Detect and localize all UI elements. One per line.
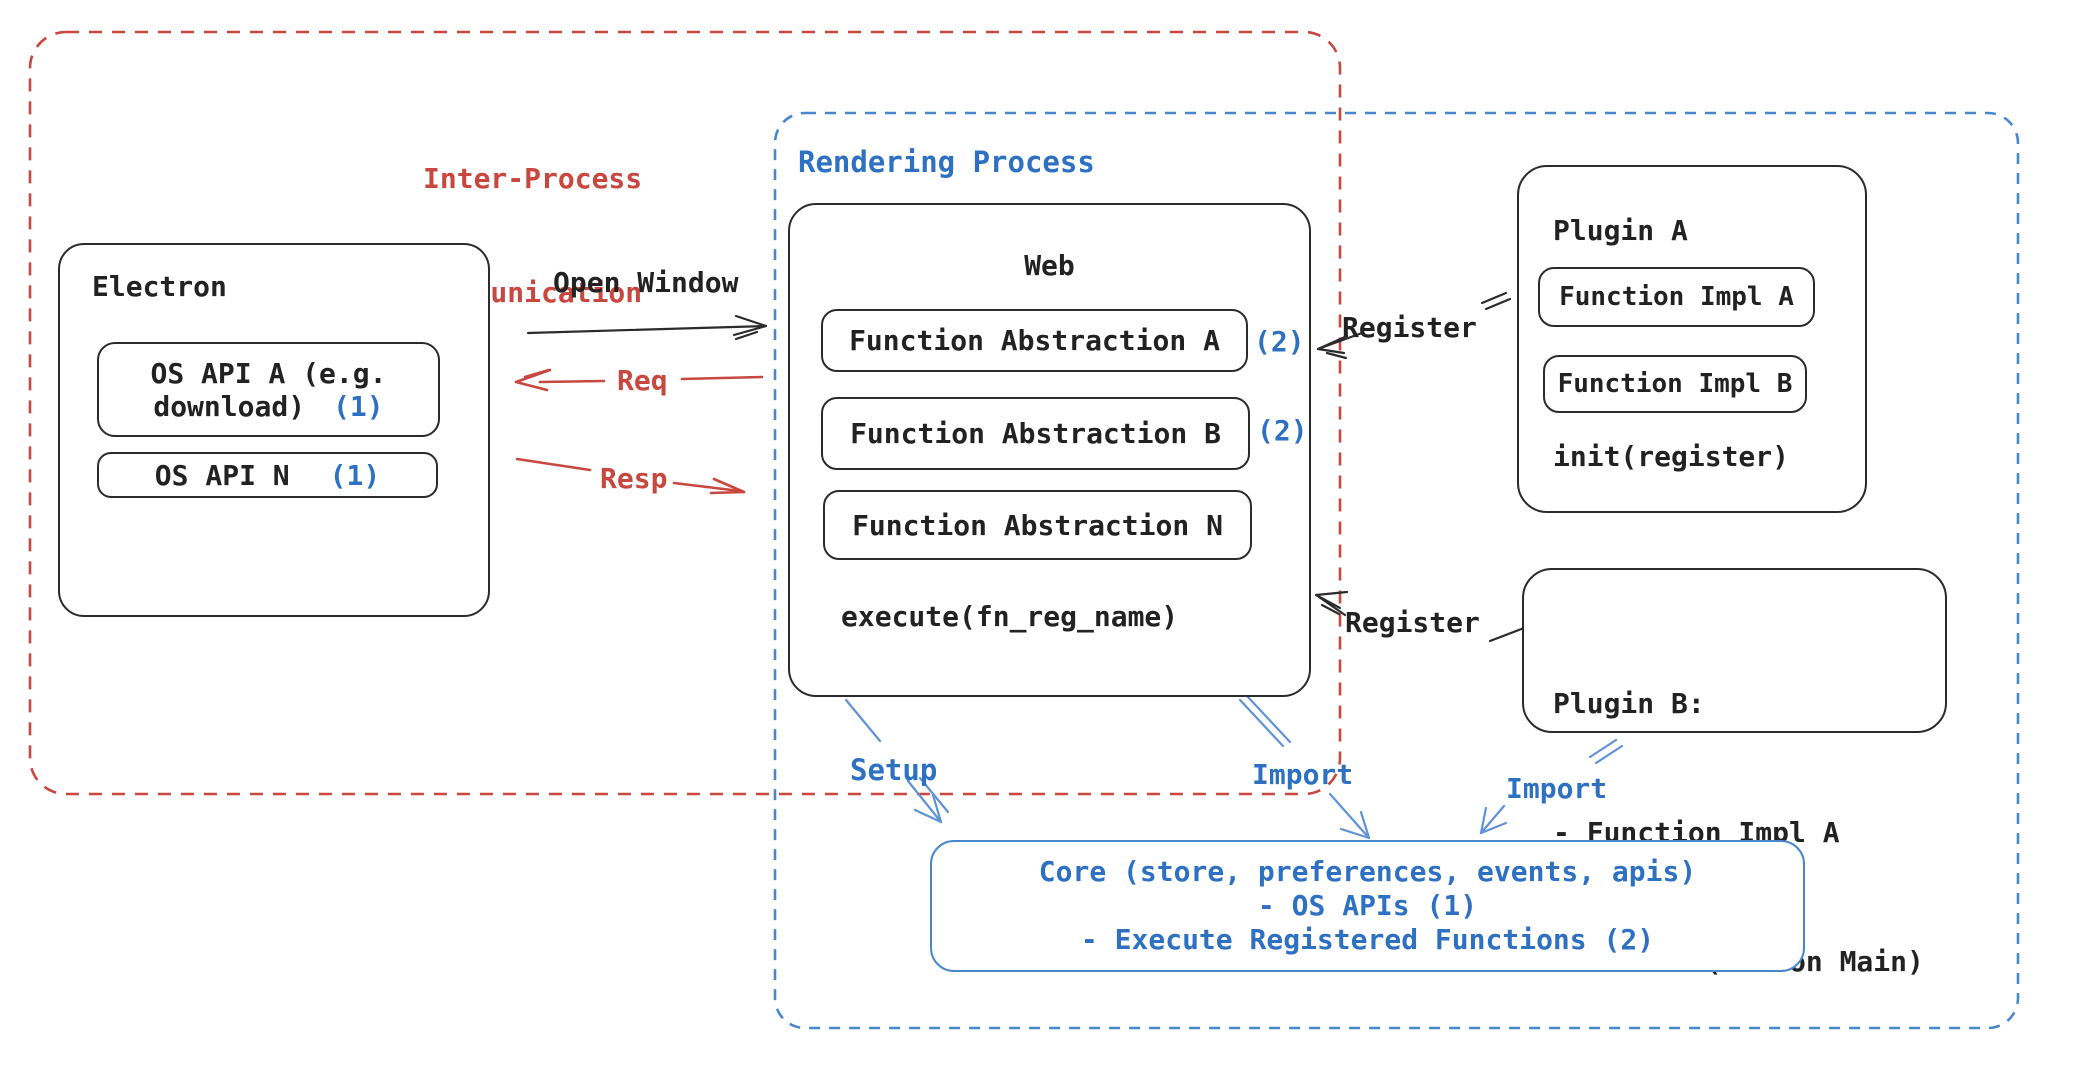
electron-title: Electron xyxy=(92,270,227,303)
function-impl-a-box: Function Impl A xyxy=(1538,267,1815,327)
init-register-label: init(register) xyxy=(1553,440,1790,473)
os-api-n-label: OS API N xyxy=(154,458,290,492)
core-line1: Core (store, preferences, events, apis) xyxy=(1038,855,1697,888)
ipc-region-label: Inter-Process Communication xyxy=(423,84,642,350)
open-window-label: Open Window xyxy=(553,266,739,299)
import-web-label: Import xyxy=(1252,758,1354,791)
function-abstraction-b-badge: (2) xyxy=(1257,414,1308,447)
function-abstraction-a-label: Function Abstraction A xyxy=(849,324,1220,357)
rendering-region-label: Rendering Process xyxy=(798,145,1095,179)
function-abstraction-n-box: Function Abstraction N xyxy=(823,490,1252,560)
function-impl-b-label: Function Impl B xyxy=(1557,369,1793,399)
os-api-n-badge: (1) xyxy=(329,458,381,492)
plugin-a-box xyxy=(1517,165,1867,513)
os-api-a-badge: (1) xyxy=(333,389,384,423)
function-impl-a-label: Function Impl A xyxy=(1559,282,1794,312)
function-impl-b-box: Function Impl B xyxy=(1543,355,1807,413)
setup-label: Setup xyxy=(850,753,938,787)
web-title: Web xyxy=(1024,249,1075,282)
os-api-n-box: OS API N (1) xyxy=(97,452,438,498)
core-line3: - Execute Registered Functions (2) xyxy=(1080,923,1655,956)
resp-label: Resp xyxy=(600,462,668,495)
function-abstraction-b-box: Function Abstraction B xyxy=(821,397,1250,470)
plugin-a-title: Plugin A xyxy=(1553,214,1688,247)
plugin-b-box xyxy=(1522,568,1947,733)
os-api-a-line1: OS API A (e.g. xyxy=(150,356,387,390)
function-abstraction-b-label: Function Abstraction B xyxy=(850,417,1221,450)
function-abstraction-a-box: Function Abstraction A xyxy=(821,309,1248,372)
plugin-b-title: Plugin B: xyxy=(1553,687,1705,720)
function-abstraction-n-label: Function Abstraction N xyxy=(852,508,1223,542)
execute-label: execute(fn_reg_name) xyxy=(841,600,1179,633)
os-api-a-line2: download)(1) xyxy=(153,389,384,423)
core-box: Core (store, preferences, events, apis) … xyxy=(930,840,1805,972)
os-api-a-box: OS API A (e.g. download)(1) xyxy=(97,342,440,437)
register-a-label: Register xyxy=(1342,311,1477,344)
register-b-label: Register xyxy=(1345,606,1480,639)
req-label: Req xyxy=(617,364,668,397)
core-line2: - OS APIs (1) xyxy=(1257,889,1478,922)
import-plugin-label: Import xyxy=(1506,772,1608,805)
ipc-label-line1: Inter-Process xyxy=(423,162,643,195)
function-abstraction-a-badge: (2) xyxy=(1254,325,1305,358)
